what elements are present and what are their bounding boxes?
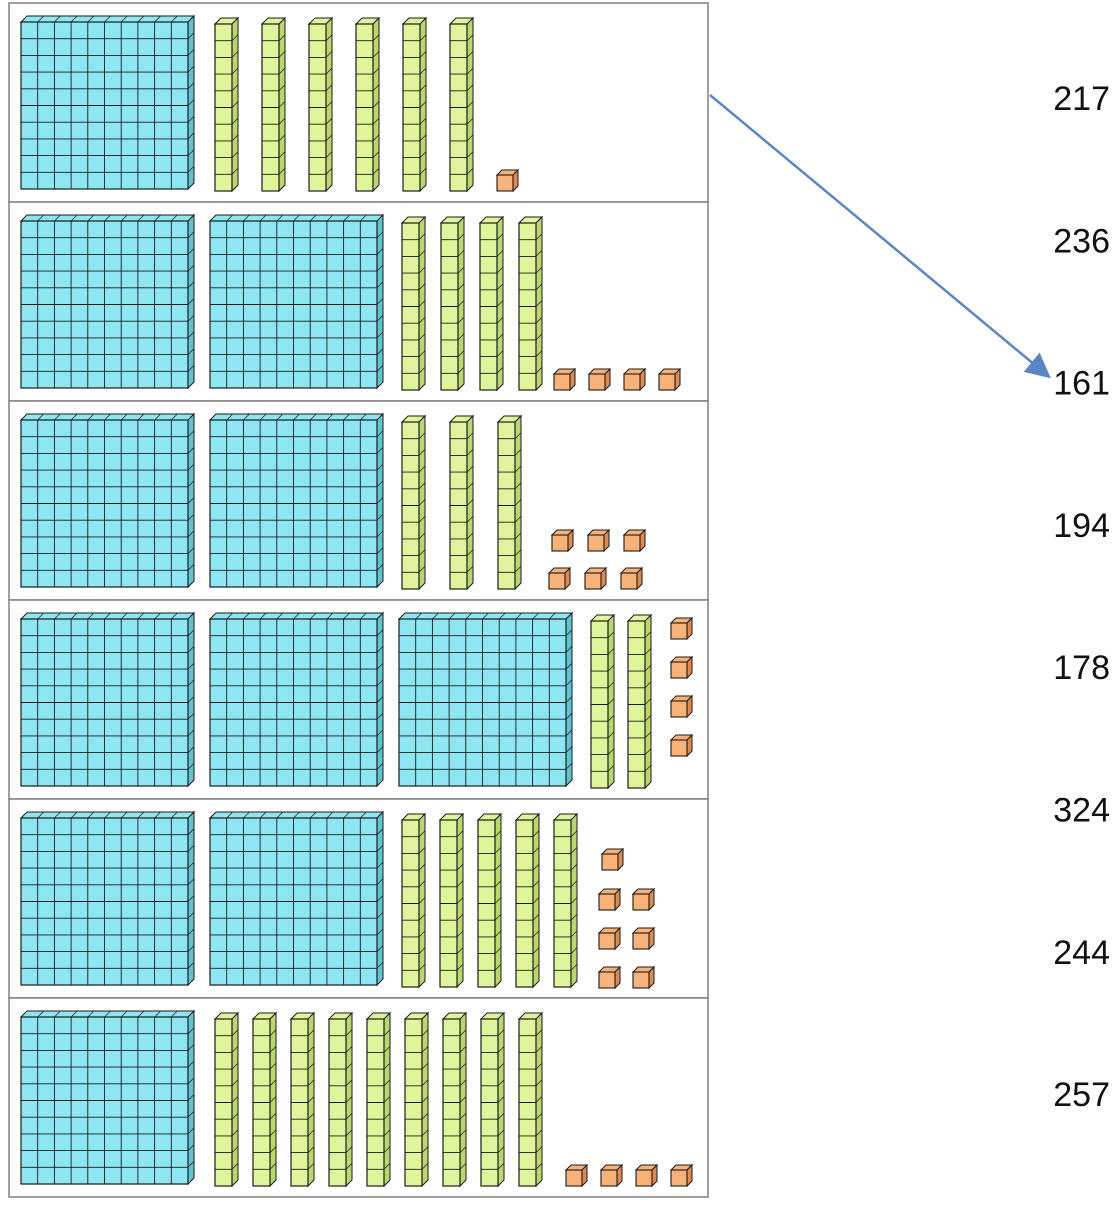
ten-rod: [260, 16, 287, 193]
ten-rod: [517, 1011, 544, 1188]
one-cube: [587, 367, 612, 392]
base-ten-panel[interactable]: [8, 997, 709, 1198]
base-ten-panel[interactable]: [8, 201, 709, 402]
hundred-flat-block: [208, 810, 385, 987]
ten-rod: [289, 1011, 316, 1188]
ten-rod: [403, 1011, 430, 1188]
ten-rod: [589, 613, 616, 790]
number-choice[interactable]: 217: [1053, 80, 1110, 118]
number-choice[interactable]: 236: [1053, 222, 1110, 260]
ten-rod: [400, 215, 427, 392]
number-choice[interactable]: 324: [1053, 792, 1110, 830]
base-ten-panel[interactable]: [8, 2, 709, 203]
ten-rod: [213, 1011, 240, 1188]
one-cube: [597, 965, 622, 990]
ten-rod: [441, 1011, 468, 1188]
hundred-flat-block: [19, 1009, 196, 1186]
one-cube: [631, 887, 656, 912]
one-cube: [599, 1163, 624, 1188]
ten-rod: [479, 1011, 506, 1188]
ten-rod: [439, 215, 466, 392]
ten-rod: [514, 812, 541, 989]
one-cube: [619, 566, 644, 591]
hundred-flat-block: [208, 213, 385, 390]
ten-rod: [448, 414, 475, 591]
one-cube: [631, 965, 656, 990]
hundred-flat-block: [19, 810, 196, 987]
base-ten-panels: [8, 2, 709, 1198]
ten-rod: [478, 215, 505, 392]
number-choices: 217 236 161 194 178 324 244 257: [1053, 80, 1110, 1114]
one-cube: [634, 1163, 659, 1188]
ten-rod: [438, 812, 465, 989]
ten-rod: [400, 414, 427, 591]
one-cube: [631, 926, 656, 951]
one-cube: [547, 566, 572, 591]
hundred-flat-block: [19, 412, 196, 589]
one-cube: [597, 926, 622, 951]
ten-rod: [517, 215, 544, 392]
ten-rod: [626, 613, 653, 790]
one-cube: [552, 367, 577, 392]
ten-rod: [401, 16, 428, 193]
ten-rod: [251, 1011, 278, 1188]
number-choice[interactable]: 161: [1053, 365, 1110, 403]
one-cube: [669, 655, 694, 680]
number-choice[interactable]: 257: [1053, 1076, 1110, 1114]
ten-rod: [213, 16, 240, 193]
ten-rod: [552, 812, 579, 989]
ten-rod: [448, 16, 475, 193]
one-cube: [622, 367, 647, 392]
number-choice[interactable]: 244: [1053, 934, 1110, 972]
ten-rod: [365, 1011, 392, 1188]
match-arrow[interactable]: [709, 94, 1051, 379]
hundred-flat-block: [397, 611, 574, 788]
base-ten-panel[interactable]: [8, 599, 709, 800]
ten-rod: [327, 1011, 354, 1188]
one-cube: [597, 887, 622, 912]
hundred-flat-block: [19, 14, 196, 191]
ten-rod: [496, 414, 523, 591]
number-choice[interactable]: 178: [1053, 649, 1110, 687]
one-cube: [622, 528, 647, 553]
hundred-flat-block: [208, 611, 385, 788]
hundred-flat-block: [19, 213, 196, 390]
one-cube: [669, 694, 694, 719]
hundred-flat-block: [19, 611, 196, 788]
one-cube: [550, 528, 575, 553]
base-ten-panel[interactable]: [8, 400, 709, 601]
ten-rod: [476, 812, 503, 989]
one-cube: [583, 566, 608, 591]
one-cube: [669, 733, 694, 758]
ten-rod: [400, 812, 427, 989]
one-cube: [600, 847, 625, 872]
ten-rod: [307, 16, 334, 193]
one-cube: [669, 1163, 694, 1188]
number-choice[interactable]: 194: [1053, 507, 1110, 545]
one-cube: [564, 1163, 589, 1188]
ten-rod: [354, 16, 381, 193]
base-ten-panel[interactable]: [8, 798, 709, 999]
hundred-flat-block: [208, 412, 385, 589]
one-cube: [669, 616, 694, 641]
one-cube: [586, 528, 611, 553]
one-cube: [657, 367, 682, 392]
one-cube: [495, 168, 520, 193]
